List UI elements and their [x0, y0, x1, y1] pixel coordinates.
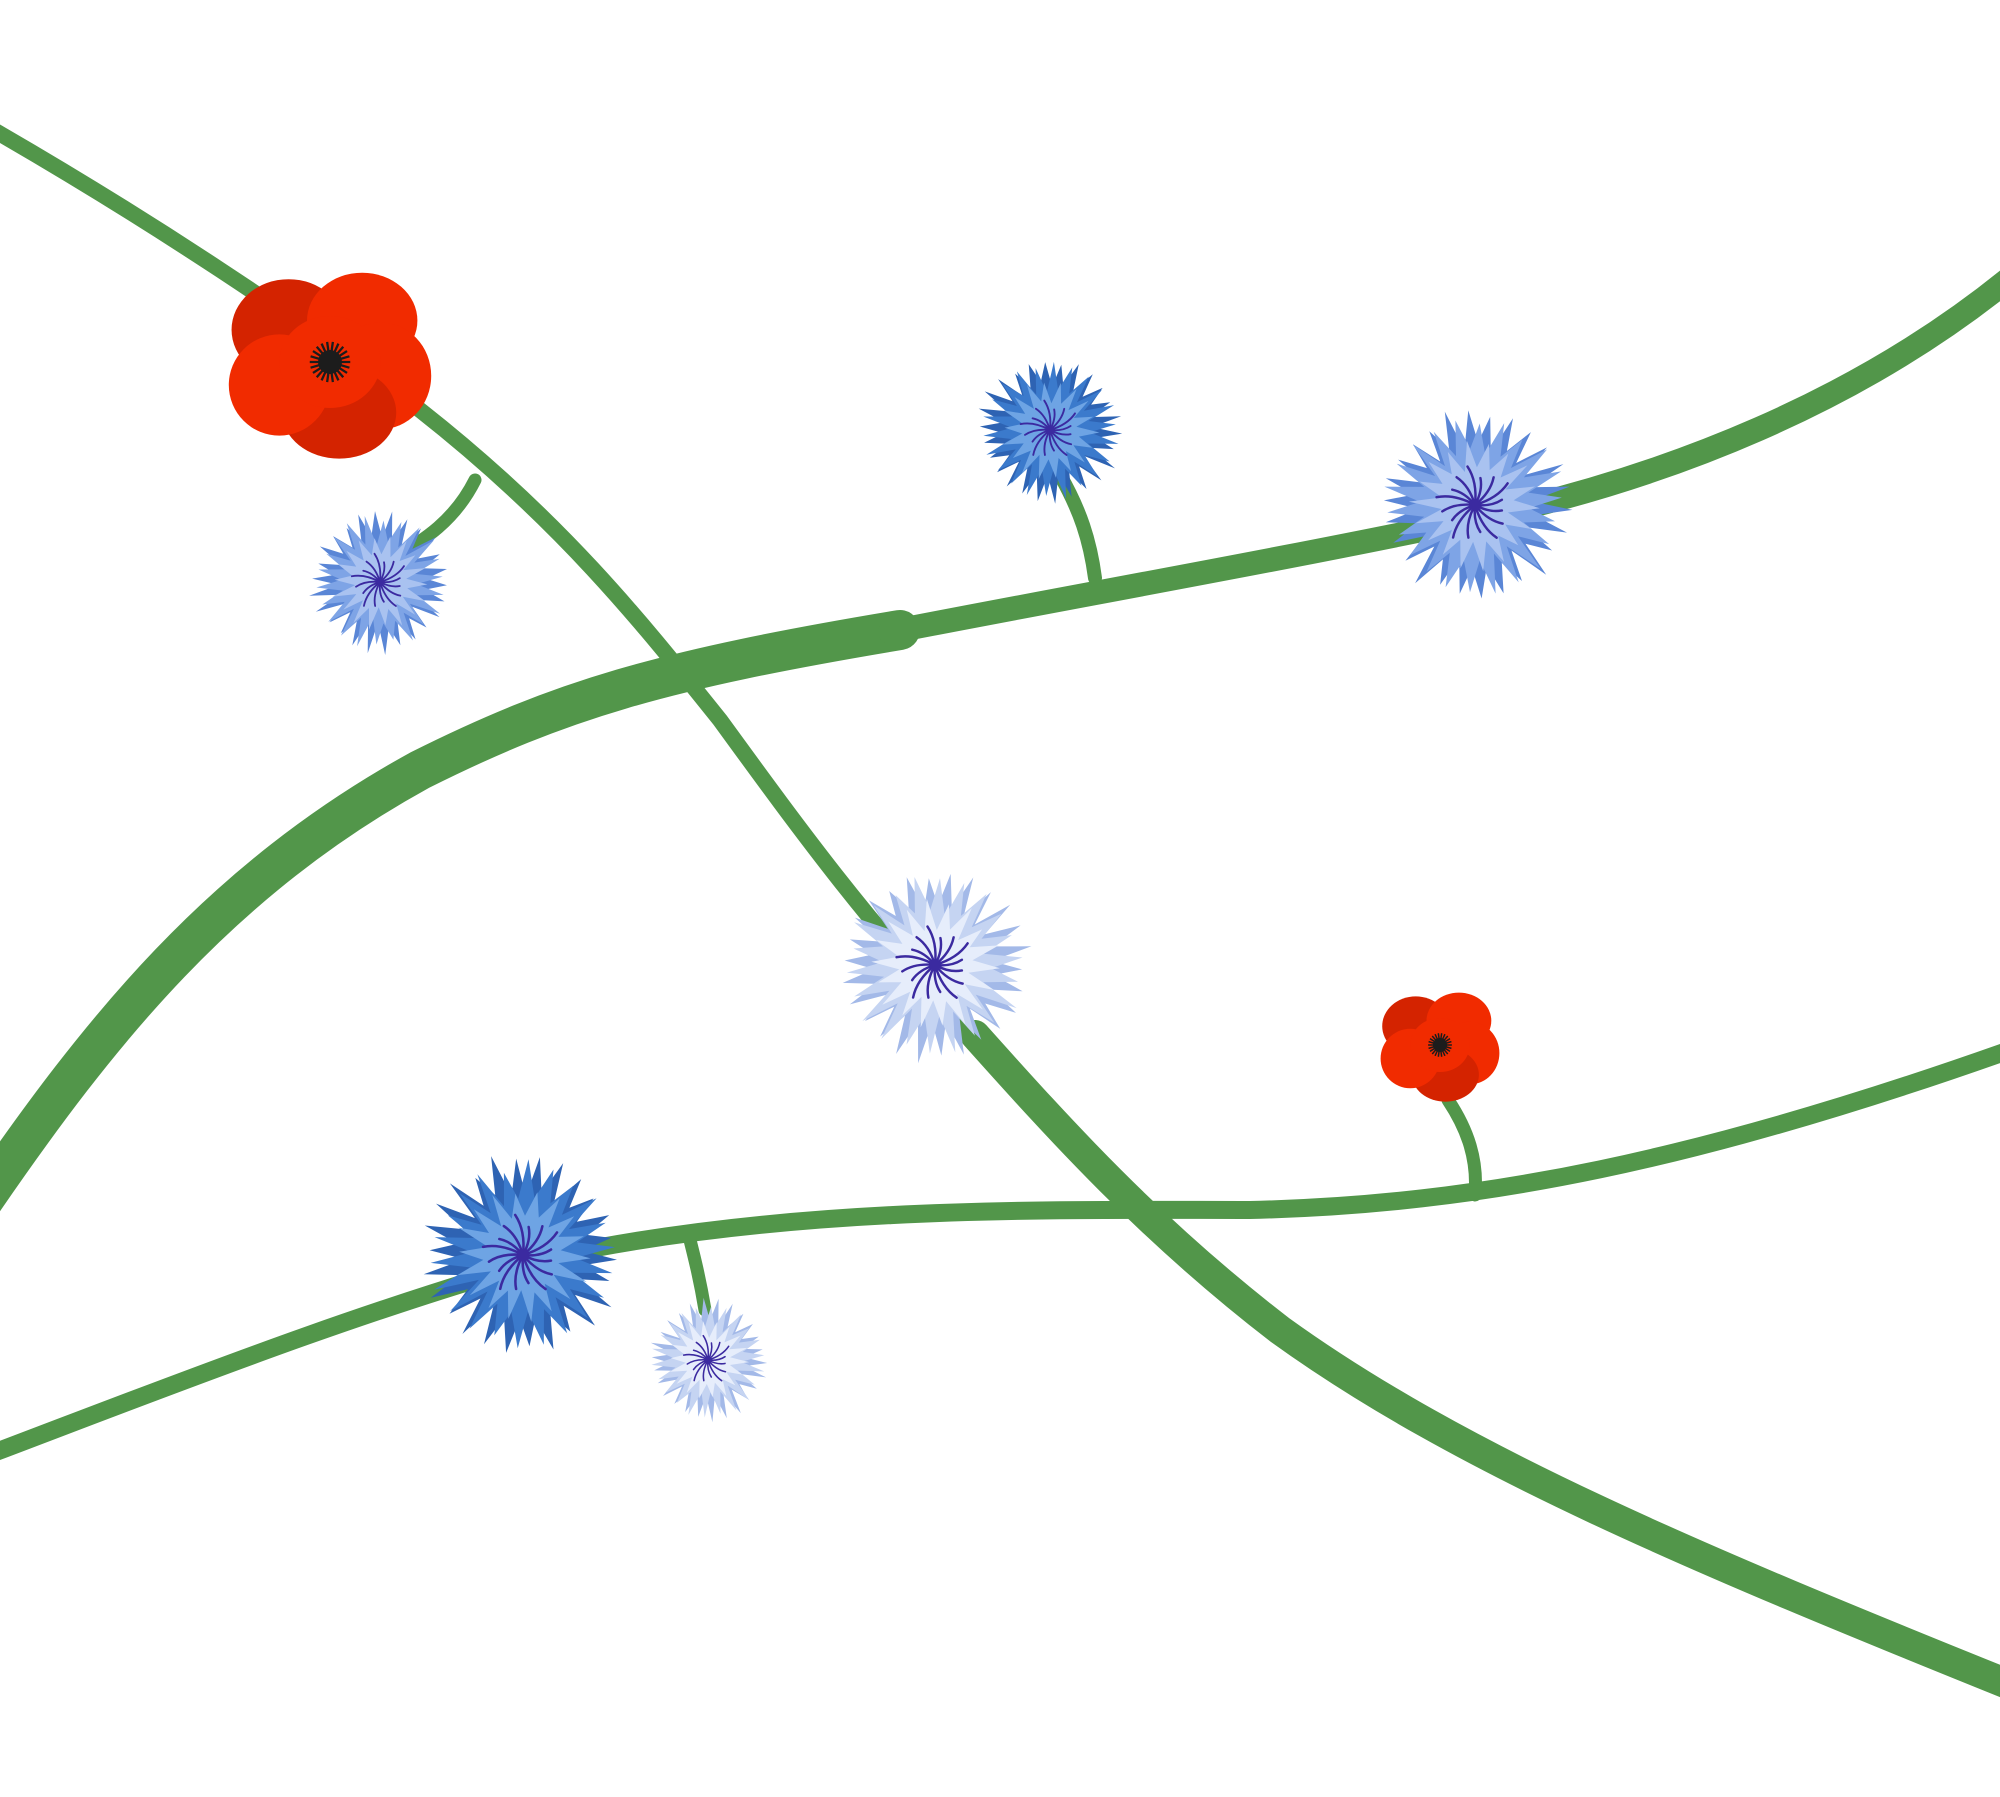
cornflower-top-center	[978, 361, 1123, 504]
flowers	[228, 272, 1573, 1423]
poppy-large-eye	[318, 350, 342, 374]
cornflower-center-center	[929, 959, 941, 971]
stem-diagonal-thin	[0, 124, 988, 1048]
poppy-small	[1380, 992, 1500, 1102]
cornflower-top-left	[309, 511, 447, 655]
cornflower-bottom-left	[423, 1156, 617, 1353]
poppy-small-eye	[1432, 1037, 1448, 1053]
poppy-large	[228, 272, 432, 459]
cornflower-top-center-center	[1045, 425, 1055, 435]
cornflower-bottom-small-center	[704, 1356, 712, 1364]
stems	[0, 124, 2000, 1698]
cornflower-top-right-center	[1469, 499, 1481, 511]
cornflower-top-right	[1383, 410, 1573, 599]
cornflower-bottom-small	[650, 1297, 768, 1423]
stem-spur-poppy	[1441, 1093, 1482, 1202]
cornflower-center	[842, 873, 1032, 1064]
cornflower-bottom-left-center	[516, 1248, 530, 1262]
stem-rising-lower	[0, 610, 920, 1212]
stem-diagonal-thick	[960, 1020, 2000, 1698]
stem-lower-wave	[0, 1043, 2000, 1461]
cornflower-top-left-center	[375, 577, 385, 587]
